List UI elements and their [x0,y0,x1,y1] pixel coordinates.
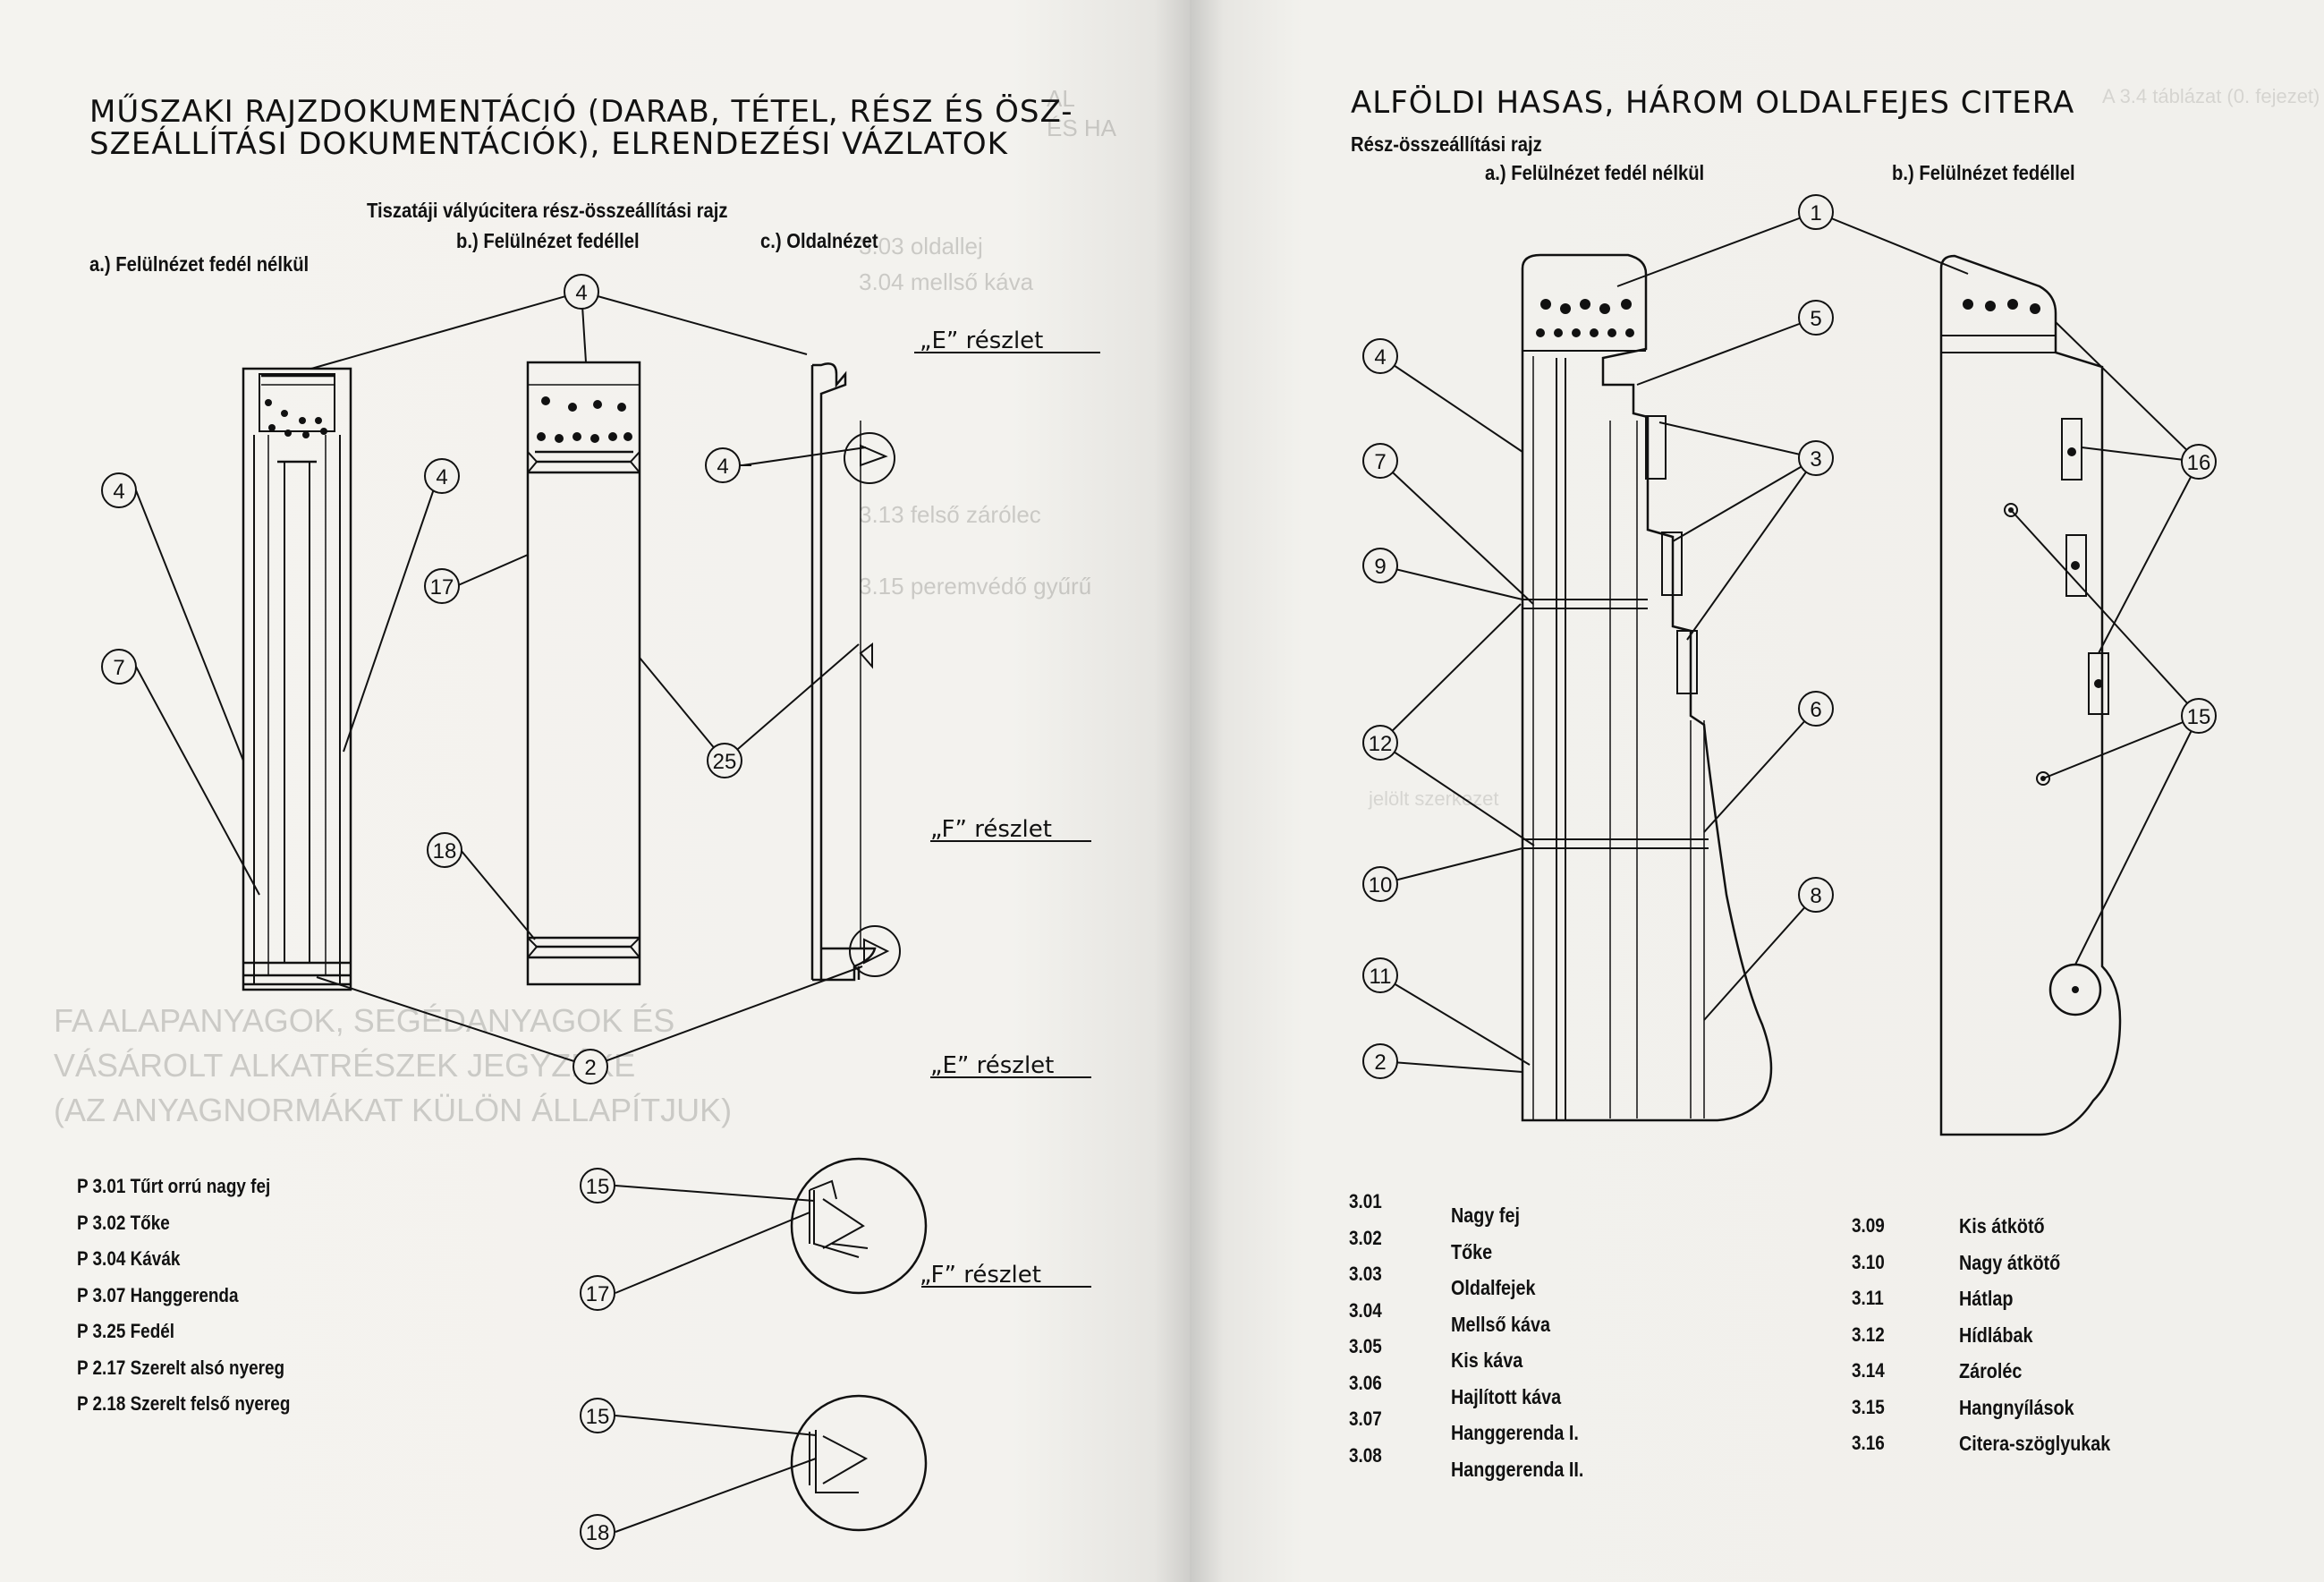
callout-4-top: 4 [575,281,587,305]
callout-4-b: 4 [436,465,447,489]
part-item: P 3.07 Hanggerenda [77,1283,239,1306]
callout-7: 7 [1374,450,1386,474]
page-title-line2: SZEÁLLÍTÁSI DOKUMENTÁCIÓK), ELRENDEZÉSI … [89,126,1008,162]
callout-6: 6 [1810,698,1821,722]
callout-4: 4 [1374,345,1386,370]
callout-18-f: 18 [586,1521,610,1545]
view-b-outline [526,361,641,986]
part-item: P 3.25 Fedél [77,1320,175,1342]
part-item: P 3.04 Kávák [77,1247,181,1270]
legend-right-numbers: 3.09 3.10 3.11 3.12 3.14 3.15 3.16 [1852,1214,1885,1454]
callout-9: 9 [1374,555,1386,579]
callout-7: 7 [113,656,124,680]
left-page: AL ÉS HA 3.03 oldallej 3.04 mellső káva … [0,0,1190,1582]
citera-b-outline [1939,254,2122,1136]
right-view-b: b.) Felülnézet fedéllel [1892,161,2075,184]
right-title: ALFÖLDI HASAS, HÁROM OLDALFEJES CITERA [1351,85,2075,121]
callout-12: 12 [1369,732,1393,756]
callout-2: 2 [1374,1050,1386,1075]
part-item: P 2.17 Szerelt alsó nyereg [77,1356,285,1379]
callout-17-e: 17 [586,1282,610,1306]
callout-5: 5 [1810,307,1821,331]
callout-8: 8 [1810,884,1821,908]
callout-15-e: 15 [586,1175,610,1199]
page-title-line1: MŰSZAKI RAJZDOKUMENTÁCIÓ (DARAB, TÉTEL, … [89,94,1073,130]
callout-4-c: 4 [717,455,728,479]
view-c-outline [812,362,877,982]
view-a-label: a.) Felülnézet fedél nélkül [89,252,310,276]
callout-2: 2 [584,1056,596,1080]
callout-11: 11 [1370,965,1392,989]
view-b-label: b.) Felülnézet fedéllel [456,229,640,252]
part-item: P 3.01 Tűrt orrú nagy fej [77,1175,271,1197]
tuning-pins-view-a [265,399,327,438]
legend-left-labels: Nagy fej Tőke Oldalfejek Mellső káva Kis… [1451,1204,1584,1481]
legend-right-labels: Kis átkötő Nagy átkötő Hátlap Hídlábak Z… [1959,1214,2111,1455]
callout-17: 17 [430,575,454,600]
callout-4-a: 4 [113,480,124,504]
detail-f2-label: „F” részlet [920,1262,1041,1289]
callout-15-f: 15 [586,1405,610,1429]
callout-10: 10 [1369,873,1393,897]
parts-list: P 3.01 Tűrt orrú nagy fej P 3.02 Tőke P … [77,1169,290,1423]
right-view-a: a.) Felülnézet fedél nélkül [1485,161,1705,184]
right-page: A 3.4 táblázat (0. fejezet) jelölt szerk… [1190,0,2324,1582]
callout-1: 1 [1810,201,1821,225]
callout-15: 15 [2187,705,2211,729]
right-subtitle: Rész-összeállítási rajz [1351,132,1542,156]
drawing-title: Tiszatáji vályúcitera rész-összeállítási… [367,199,728,222]
view-c-label: c.) Oldalnézet [760,229,878,252]
legend-left-numbers: 3.01 3.02 3.03 3.04 3.05 3.06 3.07 3.08 [1349,1190,1382,1467]
detail-e2-label: „E” részlet [930,1052,1055,1079]
right-technical-drawing: 1 5 4 7 3 9 6 12 10 8 11 2 16 15 [1362,194,2217,1136]
callout-16: 16 [2187,451,2211,475]
callout-18: 18 [433,839,457,863]
detail-f-label: „F” részlet [930,816,1052,843]
left-technical-drawing: 4 4 4 4 7 17 25 18 2 15 17 15 18 [101,274,1100,1550]
part-item: P 3.02 Tőke [77,1211,170,1234]
callout-25: 25 [713,750,737,774]
callout-3: 3 [1810,447,1821,472]
citera-a-outline [1521,253,1773,1122]
detail-e-label: „E” részlet [920,327,1044,354]
tuning-pins-view-b [537,396,632,443]
view-a-outline [242,367,352,991]
part-item: P 2.18 Szerelt felső nyereg [77,1392,291,1415]
